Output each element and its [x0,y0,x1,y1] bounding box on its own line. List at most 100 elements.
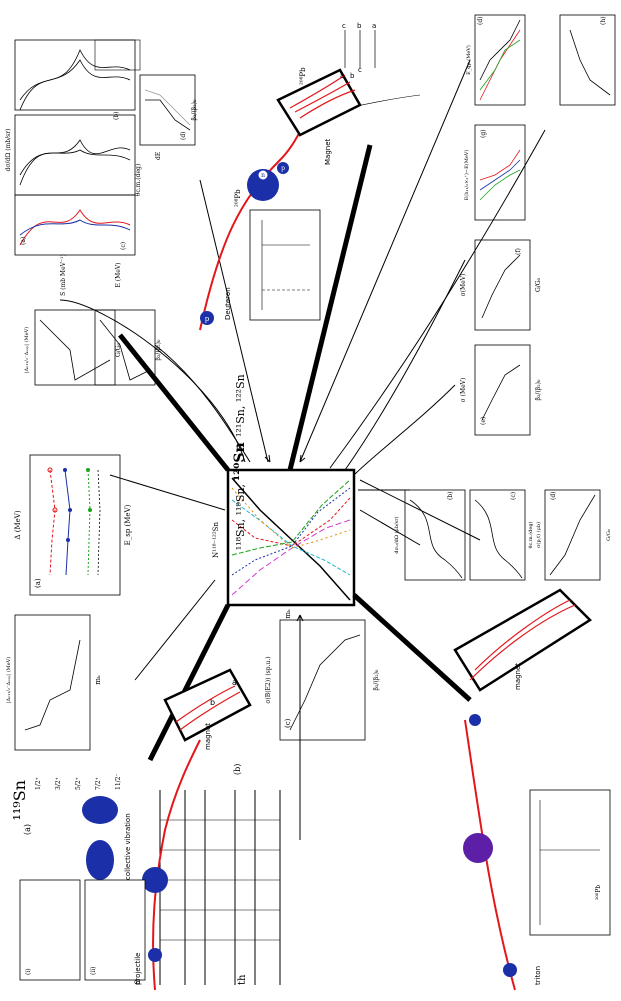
rp-e-ylabel: σ (MeV) [460,378,467,403]
rp-e-xlabel: β₂/(β₂)₀ [535,379,542,400]
magnet-dp [276,68,362,137]
collective-nucleus-icon [142,867,168,893]
svg-text:p: p [281,165,285,172]
alpha-inset-i-label: (i) [25,968,32,975]
ls-spin-3: 5/2⁺ [75,777,82,790]
connector-lines [118,144,472,762]
tl-dE-label: dE [155,152,162,160]
tp-triton-label: triton [534,966,542,985]
magnet-tp [453,588,592,692]
pairing-small-panels: |Δₙ₁₁/₂⁻Δₑₓₚ| (MeV) G/G₀ β₂/(β₂)₀ [23,309,162,386]
rp-g-ylabel: E(h₁₁/₂×₂⁺)−E(MeV) [463,150,470,201]
delta-label: (a) [34,578,42,588]
rp-h-label: (h) [600,16,607,25]
dp-line-a: a [372,22,376,30]
deuteron-icon [200,311,214,325]
alpha-magnet-label: magnet [204,723,212,750]
dp-label-b: b [350,72,355,80]
ls-label-a: (a) [23,824,32,835]
cs-c-label: (c) [510,492,517,500]
ps-top-xlabel: G/G₀ [115,342,122,357]
center-ylabel: mₖ [284,609,292,619]
cs-d-xlabel: G/G₀ [606,529,612,541]
tp-magnet-label: magnet [514,663,522,690]
triton-icon [503,963,517,977]
alpha-inset-ii-label: (ii) [90,966,97,975]
cs-xlabel-bc: θc.m.(deg) [527,521,534,548]
dp-line-b: b [357,22,362,30]
top-left-cross-sections: dσ/dΩ (mb/sr) E (MeV) S (mb MeV⁻¹) dE β₂… [5,39,198,296]
center-isotopes-left: ¹¹⁸Sn, ¹¹⁹Sn, [234,484,247,550]
svg-text:p: p [205,315,210,323]
center-xlabel: N¹¹⁸⁻¹²²Sn [212,522,220,558]
tl-strength-label: S (mb MeV⁻¹) [60,254,67,296]
rp-d-label: (d) [477,16,484,25]
tl-panel-c: (c) [120,242,127,250]
tp-target-icon [463,833,493,863]
mk-panel: |Δₙ₁₁/₂⁻Δₑₓₚ| (MeV) mₖ [5,614,102,751]
reaction-tp: triton magnet ²⁰⁸Pb [453,588,611,991]
ls-spin-5: 11/2⁻ [115,773,122,790]
center-curves [231,477,351,601]
rp-f-ylabel: σ(MeV) [460,274,467,297]
ls-th: th [237,974,248,985]
tp-out-icon [469,714,481,726]
center-isotopes-right: ¹²¹Sn, ¹²²Sn [234,374,247,437]
dp-label-c: c [358,66,362,74]
tl-beta-label: β₂/(β₂)₀ [191,99,198,120]
alpha-vibration-label: collective vibration [124,813,132,880]
dp-deuteron-label: Deuteron [224,287,232,320]
delta-panel: (a) Δ (MeV) E_sp (MeV) [14,454,132,596]
delta-xlabel: E_sp (MeV) [124,504,132,545]
right-panels: (d) E_qp (MeV) (h) (g) E(h₁₁/₂×₂⁺)−E(MeV… [460,14,616,436]
alpha-b-label: b [210,698,215,707]
tl-axis-label: dσ/dΩ (mb/sr) [5,129,12,172]
b2-panel-c: (c) σ(B(E2)) (sp.u.) β₂/(β₂)₀ [265,619,380,741]
cs-panels: (b) dσₛₜ/dΩ (μb/sr) (c) θc.m.(deg) (d) σ… [393,489,612,581]
tp-inset-box [529,789,611,936]
vibration-shape-1 [86,840,114,880]
dp-pb-label-2: ²⁰⁸Pb [299,67,307,85]
tl-panel-a: (a) [20,237,27,245]
tl-energy-label: E (MeV) [115,263,122,288]
tp-pb-label: ²⁰⁸Pb [595,885,602,900]
svg-text:n: n [261,172,265,179]
ls-label-b: (b) [233,764,242,775]
dp-label-a: a [340,72,344,80]
ps-top-ylabel: |Δₙ₁₁/₂⁻Δₑₓₚ| (MeV) [23,327,30,373]
reaction-alpha: projectile collective vibration magnet a… [19,668,252,991]
tl-panel-d: (d) [180,131,187,140]
tl-panel-b: (b) [113,111,120,120]
ps-bottom-xlabel: β₂/(β₂)₀ [155,339,162,360]
rp-d-ylabel: E_qp (MeV) [465,45,472,75]
b2c-xlabel: β₂/(β₂)₀ [373,669,380,690]
pb208-icon [247,169,279,201]
projectile-icon [148,948,162,962]
cs-b-label: (b) [447,491,454,500]
mk-xlabel: mₖ [94,675,102,685]
neutron-icon [257,169,269,181]
rp-f-label: (f) [515,248,522,255]
rp-f-xlabel: G/G₀ [535,277,542,292]
alpha-projectile-label: projectile [134,953,142,986]
cs-d-label: (d) [550,491,557,500]
rp-e-label: (e) [480,417,487,425]
b2c-ylabel: σ(B(E2)) (sp.u.) [265,656,272,703]
alpha-a-label: a [232,678,237,687]
dp-line-c: c [342,22,346,30]
thin-arrows [59,59,546,840]
alpha-inset-i [19,879,81,981]
dp-inset-box [249,209,321,321]
ls-spin-2: 3/2⁺ [55,777,62,790]
reaction-dp: p n p Deuteron Magnet ²⁰⁸Pb ²⁰⁸Pb a b c … [199,22,421,331]
dp-pb-label: ²⁰⁸Pb [234,189,242,207]
cs-d-ylabel: σ(p,t) (μb) [535,522,542,548]
delta-ylabel: Δ (MeV) [14,510,22,539]
ls-spin-4: 7/2⁺ [95,777,102,790]
ls-nucleus: ¹¹⁹Sn [10,780,29,821]
vibration-shape-2 [82,796,118,824]
magnet-alpha [163,668,252,742]
cs-b-ylabel: dσₛₜ/dΩ (μb/sr) [393,516,400,553]
b2c-label: (c) [284,718,292,728]
mk-ylabel: |Δₙ₁₁/₂⁻Δₑₓₚ| (MeV) [5,657,12,703]
